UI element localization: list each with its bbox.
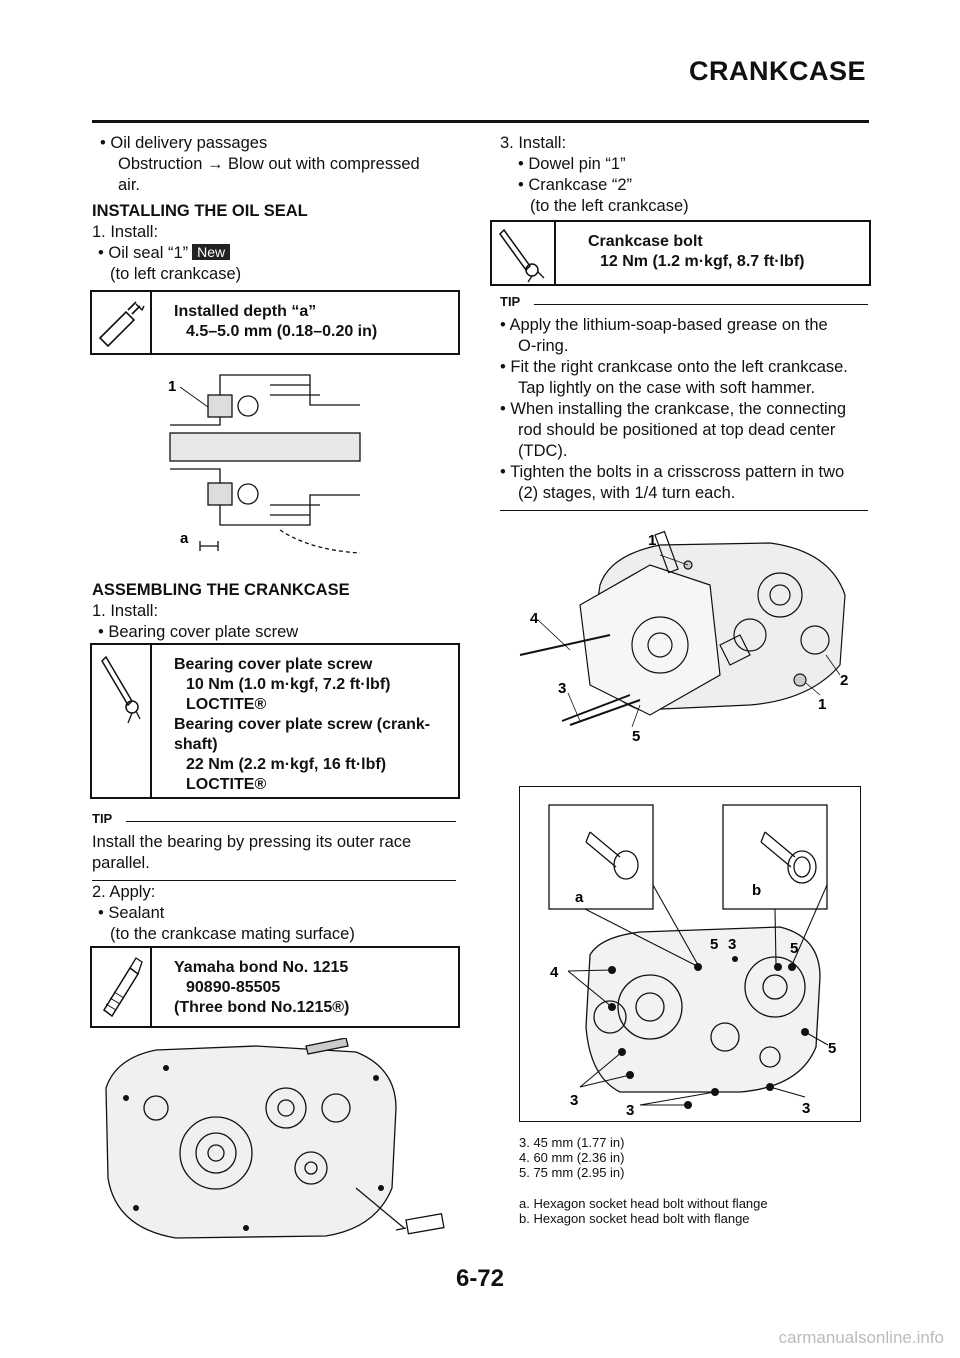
section-heading: INSTALLING THE OIL SEAL bbox=[92, 202, 308, 220]
tip-label: TIP bbox=[500, 294, 521, 309]
tip-label: TIP bbox=[92, 811, 113, 826]
callout-5: 5 bbox=[632, 728, 640, 745]
tip-item: Apply the lithium-soap-based grease on t… bbox=[500, 315, 872, 336]
tip-line: parallel. bbox=[92, 854, 150, 872]
installed-depth-spec-box: Installed depth “a” 4.5–5.0 mm (0.18–0.2… bbox=[90, 290, 460, 355]
header-rule bbox=[92, 120, 869, 123]
callout-5: 5 bbox=[710, 936, 718, 953]
tip-item-cont: (2) stages, with 1/4 turn each. bbox=[518, 484, 736, 502]
spec-line: Yamaha bond No. 1215 bbox=[174, 959, 349, 976]
callout-3: 3 bbox=[802, 1100, 810, 1117]
callout-4: 4 bbox=[550, 964, 559, 981]
oil-seal-section: INSTALLING THE OIL SEAL 1. Install: Oil … bbox=[92, 201, 462, 285]
oil-passages-line: air. bbox=[118, 176, 141, 194]
spec-line: (Three bond No.1215®) bbox=[174, 999, 350, 1016]
caliper-icon bbox=[92, 292, 152, 353]
new-part-badge: New bbox=[192, 244, 231, 260]
tip-item: When installing the crankcase, the conne… bbox=[500, 399, 872, 420]
step-label: 2. Apply: bbox=[92, 883, 156, 901]
spec-line: 12 Nm (1.2 m·kgf, 8.7 ft·lbf) bbox=[600, 253, 805, 270]
spec-line: 22 Nm (2.2 m·kgf, 16 ft·lbf) bbox=[186, 756, 387, 773]
callout-3: 3 bbox=[626, 1102, 634, 1119]
callout-5: 5 bbox=[828, 1040, 836, 1057]
apply-bullet: Sealant bbox=[92, 903, 462, 924]
section-heading: ASSEMBLING THE CRANKCASE bbox=[92, 581, 350, 599]
step-label: 1. Install: bbox=[92, 223, 159, 241]
sealant-tube-icon bbox=[92, 948, 152, 1026]
assembling-bullet: Bearing cover plate screw bbox=[92, 622, 462, 643]
spec-line: shaft) bbox=[174, 736, 218, 753]
callout-3: 3 bbox=[728, 936, 736, 953]
oil-seal-note: (to left crankcase) bbox=[110, 265, 242, 283]
crankcase-bolt-torque-box: Crankcase bolt 12 Nm (1.2 m·kgf, 8.7 ft·… bbox=[490, 220, 871, 286]
callout-dowel-pin-2: 1 bbox=[818, 696, 826, 713]
install-bullet: Crankcase “2” bbox=[500, 175, 870, 196]
callout-a: a bbox=[180, 530, 189, 547]
tip-rule bbox=[126, 821, 456, 822]
tip-list: Apply the lithium-soap-based grease on t… bbox=[500, 315, 872, 504]
spec-line: LOCTITE® bbox=[186, 696, 267, 713]
tip-item-cont: O-ring. bbox=[518, 337, 569, 355]
torque-wrench-icon bbox=[92, 645, 152, 797]
tip-end-rule bbox=[500, 510, 868, 511]
spec-line: 90890-85505 bbox=[186, 979, 281, 996]
bolt-pattern-diagram: a b 5 3 5 4 5 3 3 3 bbox=[548, 804, 836, 1119]
callout-dowel-pin: 1 bbox=[648, 532, 656, 549]
bearing-screw-torque-box: Bearing cover plate screw 10 Nm (1.0 m·k… bbox=[90, 643, 460, 799]
apply-note: (to the crankcase mating surface) bbox=[110, 925, 355, 943]
spec-line: Crankcase bolt bbox=[588, 233, 703, 250]
spec-value: 4.5–5.0 mm (0.18–0.20 in) bbox=[186, 323, 378, 340]
install-section: 3. Install: Dowel pin “1” Crankcase “2” … bbox=[500, 133, 870, 217]
callout-b: b bbox=[752, 882, 761, 899]
assembling-section: ASSEMBLING THE CRANKCASE 1. Install: Bea… bbox=[92, 580, 462, 643]
callout-4: 4 bbox=[530, 610, 539, 627]
oil-passages-line: Obstruction → Blow out with compressed bbox=[118, 155, 420, 173]
callout-5: 5 bbox=[790, 940, 798, 957]
callout-a: a bbox=[575, 889, 584, 906]
sealant-spec-box: Yamaha bond No. 1215 90890-85505 (Three … bbox=[90, 946, 460, 1028]
spec-line: Bearing cover plate screw bbox=[174, 656, 373, 673]
bolt-type-captions: a. Hexagon socket head bolt without flan… bbox=[519, 1196, 768, 1226]
bolt-pattern-figure-frame: a b 5 3 5 4 5 3 3 3 bbox=[519, 786, 861, 1122]
spec-line: LOCTITE® bbox=[186, 776, 267, 793]
length-captions: 3. 45 mm (1.77 in) 4. 60 mm (2.36 in) 5.… bbox=[519, 1135, 625, 1180]
install-bullet: Dowel pin “1” bbox=[500, 154, 870, 175]
oil-passages-block: Oil delivery passages Obstruction → Blow… bbox=[100, 133, 470, 196]
tip-text: Install the bearing by pressing its oute… bbox=[92, 832, 462, 874]
tip-item: Tighten the bolts in a crisscross patter… bbox=[500, 462, 872, 483]
caption-line: 3. 45 mm (1.77 in) bbox=[519, 1135, 625, 1150]
callout-3: 3 bbox=[558, 680, 566, 697]
tip-line: Install the bearing by pressing its oute… bbox=[92, 833, 412, 851]
spec-label: Installed depth “a” bbox=[174, 303, 317, 320]
caption-line: a. Hexagon socket head bolt without flan… bbox=[519, 1196, 768, 1211]
callout-crankcase: 2 bbox=[840, 672, 848, 689]
step-label: 1. Install: bbox=[92, 602, 159, 620]
apply-section: 2. Apply: Sealant (to the crankcase mati… bbox=[92, 882, 462, 945]
callout-3: 3 bbox=[570, 1092, 578, 1109]
watermark: carmanualsonline.info bbox=[778, 1328, 944, 1347]
tip-item-cont: (TDC). bbox=[518, 442, 568, 460]
crankcase-assembly-diagram: 1 4 3 5 2 1 bbox=[519, 530, 848, 745]
caption-line: b. Hexagon socket head bolt with flange bbox=[519, 1211, 750, 1226]
tip-item-cont: rod should be positioned at top dead cen… bbox=[518, 421, 836, 439]
tip-item-cont: Tap lightly on the case with soft hammer… bbox=[518, 379, 816, 397]
crankcase-sealant-diagram bbox=[105, 1038, 445, 1239]
oil-seal-diagram: 1 a bbox=[168, 374, 361, 554]
page-title: CRANKCASE bbox=[688, 56, 866, 86]
tip-end-rule bbox=[92, 880, 456, 881]
spec-line: 10 Nm (1.0 m·kgf, 7.2 ft·lbf) bbox=[186, 676, 391, 693]
spec-line: Bearing cover plate screw (crank- bbox=[174, 716, 431, 733]
install-note: (to the left crankcase) bbox=[530, 197, 689, 215]
caption-line: 4. 60 mm (2.36 in) bbox=[519, 1150, 625, 1165]
torque-wrench-icon bbox=[492, 222, 556, 284]
callout-1: 1 bbox=[168, 378, 176, 395]
oil-passages-bullet: Oil delivery passages bbox=[100, 133, 470, 154]
step-label: 3. Install: bbox=[500, 134, 567, 152]
caption-line: 5. 75 mm (2.95 in) bbox=[519, 1165, 625, 1180]
tip-item: Fit the right crankcase onto the left cr… bbox=[500, 357, 872, 378]
tip-rule bbox=[534, 304, 868, 305]
oil-seal-bullet: Oil seal “1”New bbox=[92, 243, 462, 264]
page-number: 6-72 bbox=[455, 1265, 505, 1292]
